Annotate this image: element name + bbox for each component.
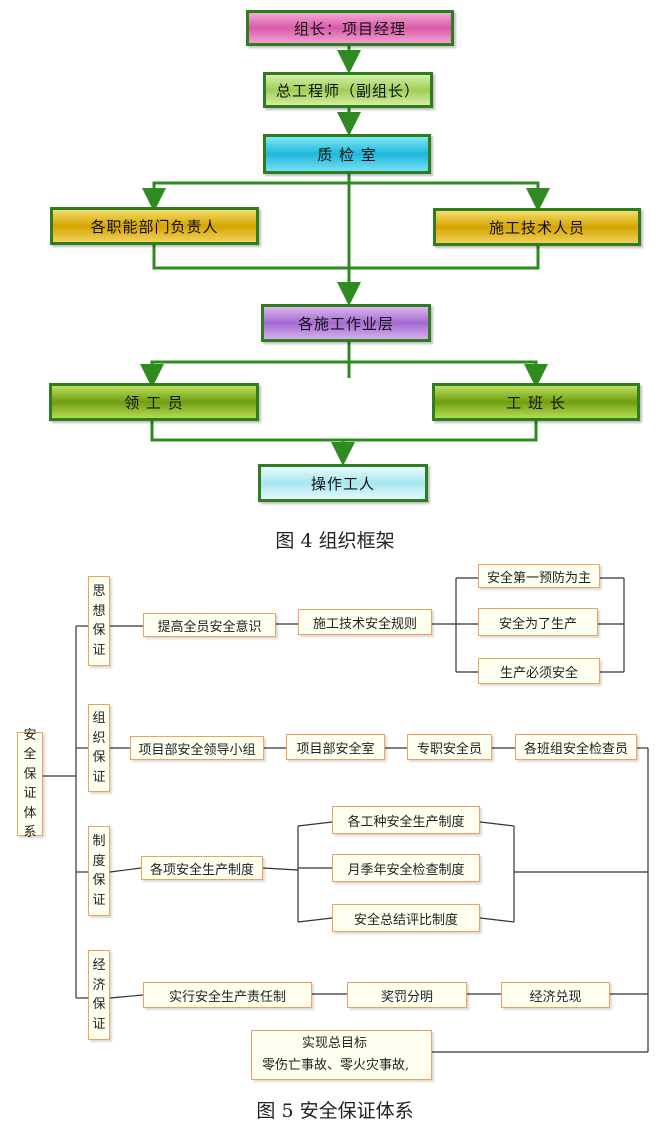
full-time-safety-officer-box: 专职安全员 <box>407 734 492 760</box>
department-heads-box: 各职能部门负责人 <box>50 207 259 245</box>
technical-staff-box: 施工技术人员 <box>433 208 641 246</box>
work-layer-box: 各施工作业层 <box>261 304 431 342</box>
economic-guarantee-label: 经济保证 <box>88 950 110 1040</box>
safety-for-production-box: 安全为了生产 <box>478 608 598 636</box>
safety-leading-group-box: 项目部安全领导小组 <box>130 736 264 760</box>
safety-first-box: 安全第一预防为主 <box>478 564 600 588</box>
goal-title: 实现总目标 <box>302 1035 368 1051</box>
raise-safety-awareness-box: 提高全员安全意识 <box>143 613 276 637</box>
system-guarantee-label: 制度保证 <box>88 826 110 916</box>
construction-safety-rules-box: 施工技术安全规则 <box>298 609 432 635</box>
safety-system-root: 安全保证体系 <box>17 728 43 840</box>
leader-box: 组长：项目经理 <box>246 10 454 46</box>
workers-box: 操作工人 <box>258 464 428 502</box>
rewards-penalties-box: 奖罚分明 <box>347 982 467 1008</box>
periodic-safety-inspection-box: 月季年安全检查制度 <box>332 854 480 882</box>
safety-review-box: 安全总结评比制度 <box>332 904 480 932</box>
organizational-guarantee-label: 组织保证 <box>88 704 110 792</box>
quality-control-room-box: 质 检 室 <box>263 134 431 174</box>
economic-fulfillment-box: 经济兑现 <box>501 982 610 1008</box>
chief-engineer-box: 总工程师（副组长） <box>263 72 433 108</box>
ideological-guarantee-label: 思想保证 <box>88 576 110 666</box>
trade-safety-regulations-box: 各工种安全生产制度 <box>332 806 480 834</box>
production-must-be-safe-box: 生产必须安全 <box>478 658 600 684</box>
project-safety-office-box: 项目部安全室 <box>286 734 385 760</box>
safety-regulations-box: 各项安全生产制度 <box>141 856 263 880</box>
overall-goal-box: 实现总目标 零伤亡事故、零火灾事故, <box>251 1030 432 1080</box>
responsibility-system-box: 实行安全生产责任制 <box>143 982 312 1008</box>
goal-text: 零伤亡事故、零火灾事故, <box>262 1058 410 1073</box>
team-safety-inspector-box: 各班组安全检查员 <box>515 734 637 760</box>
figure-5-caption: 图 5 安全保证体系 <box>256 1100 414 1122</box>
figure-4-caption: 图 4 组织框架 <box>275 530 395 552</box>
team-leader-box: 工 班 长 <box>432 383 640 421</box>
foreman-box: 领 工 员 <box>49 383 259 421</box>
